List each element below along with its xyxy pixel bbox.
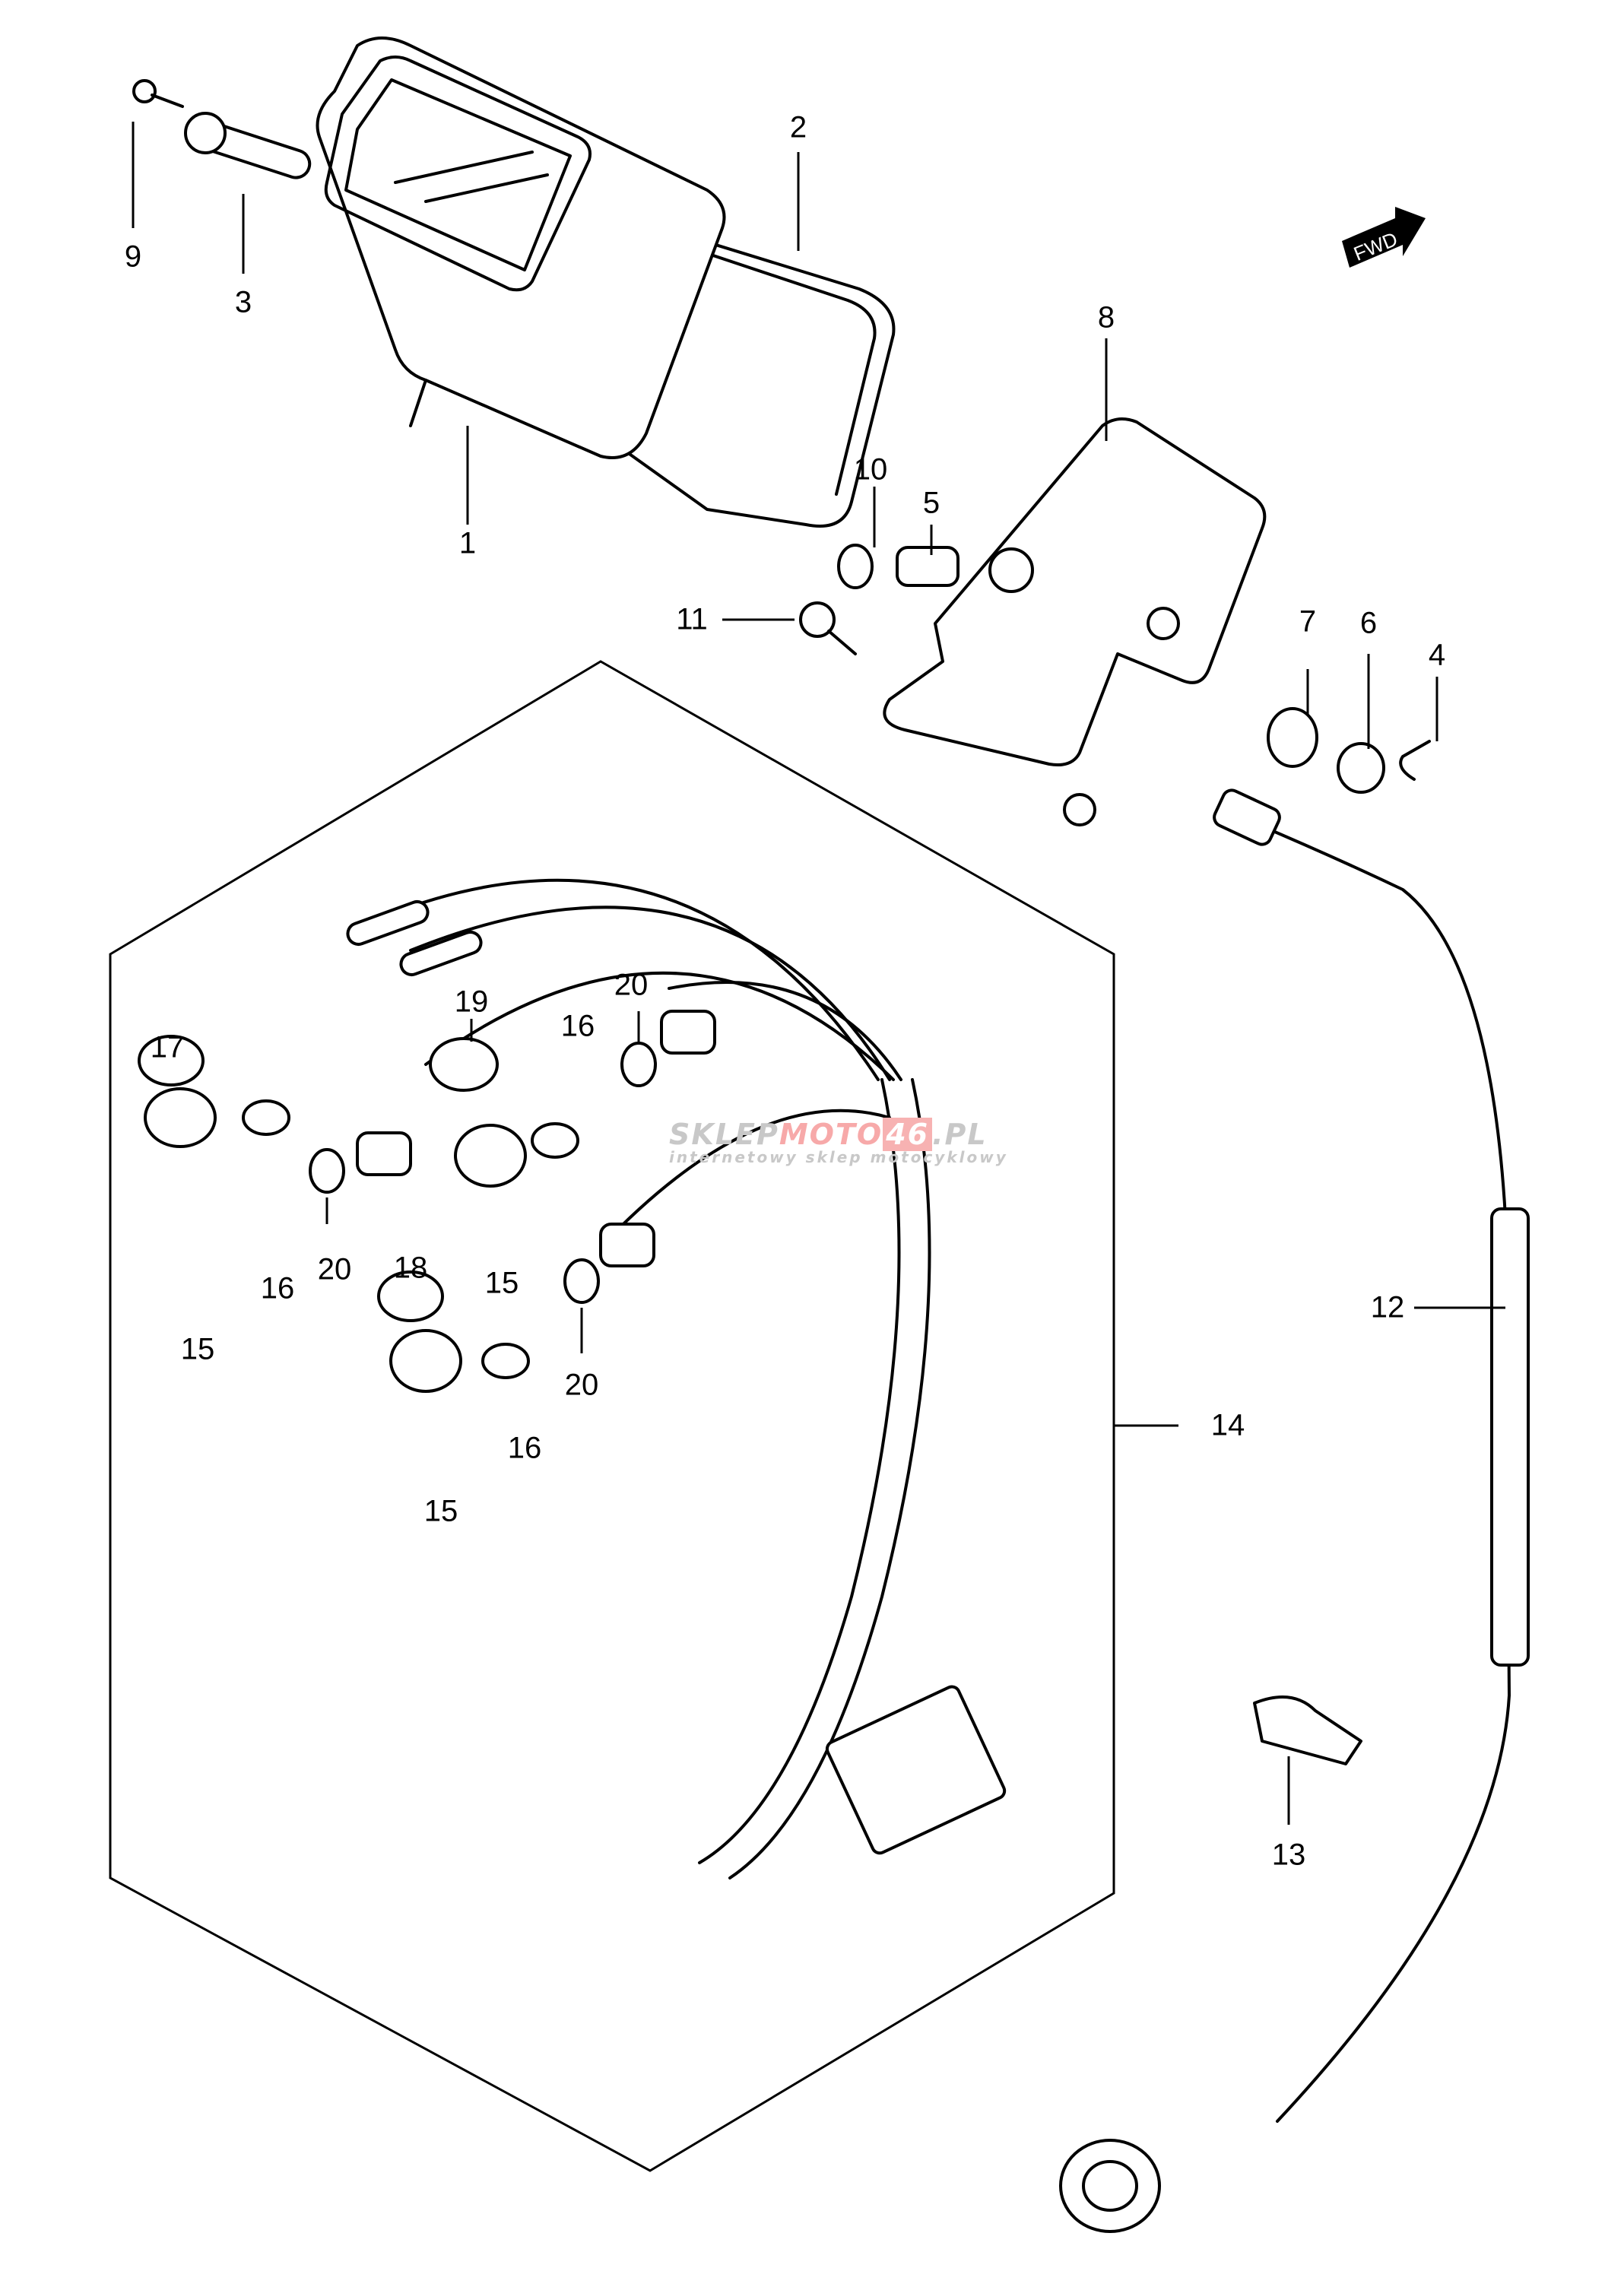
callout-8: 8 <box>1097 300 1115 335</box>
callout-6: 6 <box>1359 606 1378 640</box>
callout-18: 18 <box>393 1251 428 1285</box>
wiring-harness <box>346 878 1007 1879</box>
callout-16a: 16 <box>260 1271 295 1305</box>
callout-17: 17 <box>150 1030 185 1064</box>
watermark-part1: SKLEP <box>669 1118 779 1151</box>
callout-15c: 15 <box>423 1494 458 1528</box>
watermark-part2: MOTO <box>779 1118 883 1151</box>
watermark-part4: .PL <box>932 1118 988 1151</box>
callout-5: 5 <box>922 486 940 520</box>
watermark-part3: 46 <box>883 1118 933 1151</box>
fwd-arrow-icon: FWD <box>1342 207 1426 268</box>
harness-group-outline <box>109 660 1115 2172</box>
socket-5 <box>896 546 959 587</box>
callout-12: 12 <box>1370 1290 1405 1324</box>
indicator-parts <box>138 1010 716 1393</box>
clamp-13 <box>1253 1695 1362 1765</box>
callout-11: 11 <box>676 602 708 636</box>
gear-shaft <box>132 79 312 179</box>
callout-19: 19 <box>454 985 489 1019</box>
callout-20b: 20 <box>614 968 649 1002</box>
fwd-direction-badge: FWD <box>1338 199 1429 268</box>
callout-10: 10 <box>853 452 888 487</box>
callout-14: 14 <box>1210 1408 1245 1442</box>
callout-20a: 20 <box>317 1252 352 1286</box>
washer-6 <box>1337 742 1385 794</box>
callout-3: 3 <box>234 285 252 319</box>
screw-11 <box>799 601 857 655</box>
callout-15a: 15 <box>180 1332 215 1366</box>
callout-2: 2 <box>789 110 807 144</box>
callout-4: 4 <box>1428 638 1446 672</box>
watermark-tagline: internetowy sklep motocyklowy <box>669 1148 1008 1166</box>
grommet-7 <box>1267 707 1318 768</box>
callout-16b: 16 <box>560 1009 595 1043</box>
callout-16c: 16 <box>507 1431 542 1465</box>
leader-lines <box>132 122 1505 1825</box>
callout-15b: 15 <box>484 1266 519 1300</box>
bulb-10 <box>837 544 874 589</box>
meter-bracket <box>883 417 1267 826</box>
callout-20c: 20 <box>564 1368 599 1402</box>
clip-4 <box>1399 740 1431 781</box>
speedometer-cable <box>1059 788 1530 2233</box>
callout-1: 1 <box>458 526 477 560</box>
callout-13: 13 <box>1271 1838 1306 1872</box>
callout-7: 7 <box>1299 604 1317 639</box>
callout-9: 9 <box>124 239 142 274</box>
meter-body <box>316 36 726 459</box>
